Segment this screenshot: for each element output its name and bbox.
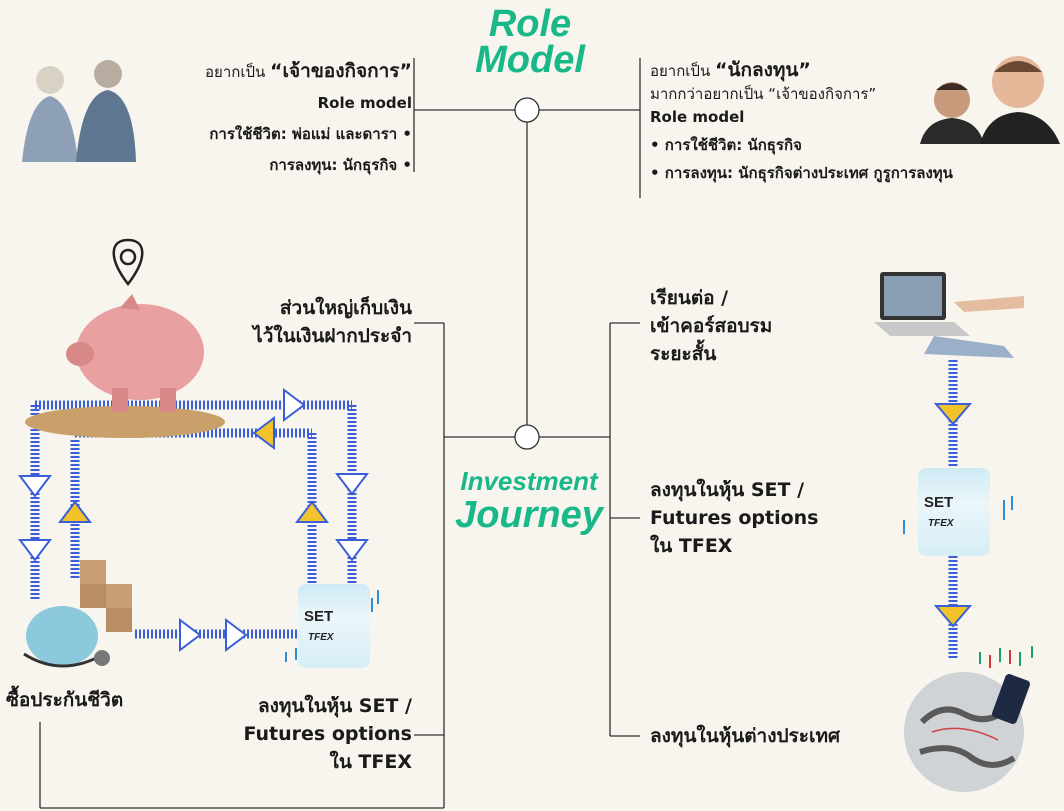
study-label: เรียนต่อ / เข้าคอร์สอบรม ระยะสั้น: [650, 287, 773, 365]
right-invest-label: ลงทุนในหุ้น SET / Futures options ใน TFE…: [650, 479, 819, 557]
investors-photo: [914, 42, 1064, 144]
right-role-model: อยากเป็น “นักลงทุน” มากกว่าอยากเป็น “เจ้…: [650, 59, 953, 182]
foreign-stock-label: ลงทุนในหุ้นต่างประเทศ: [650, 725, 841, 747]
laptop-online-course-image: [874, 266, 1024, 362]
role-model-title: Role Model: [475, 3, 585, 81]
investment-journey-title: Investment Journey: [455, 466, 603, 536]
elderly-couple-photo: [10, 52, 138, 164]
globe-stock-image: [902, 662, 1032, 794]
left-role-model: อยากเป็น “เจ้าของกิจการ” Role model การใ…: [205, 60, 412, 174]
set-tfex-can-right: SET TFEX: [918, 468, 990, 556]
left-invest-label: ลงทุนในหุ้น SET / Futures options ใน TFE…: [243, 695, 413, 773]
location-pin-icon: [112, 238, 144, 287]
insurance-label: ซื้อประกันชีวิต: [6, 689, 124, 711]
piggy-bank-coins-image: [20, 290, 230, 440]
set-tfex-can-left: SET TFEX: [298, 584, 370, 668]
insurance-piggy-image: [14, 560, 138, 678]
savings-label: ส่วนใหญ่เก็บเงิน ไว้ในเงินฝากประจำ: [253, 297, 412, 347]
